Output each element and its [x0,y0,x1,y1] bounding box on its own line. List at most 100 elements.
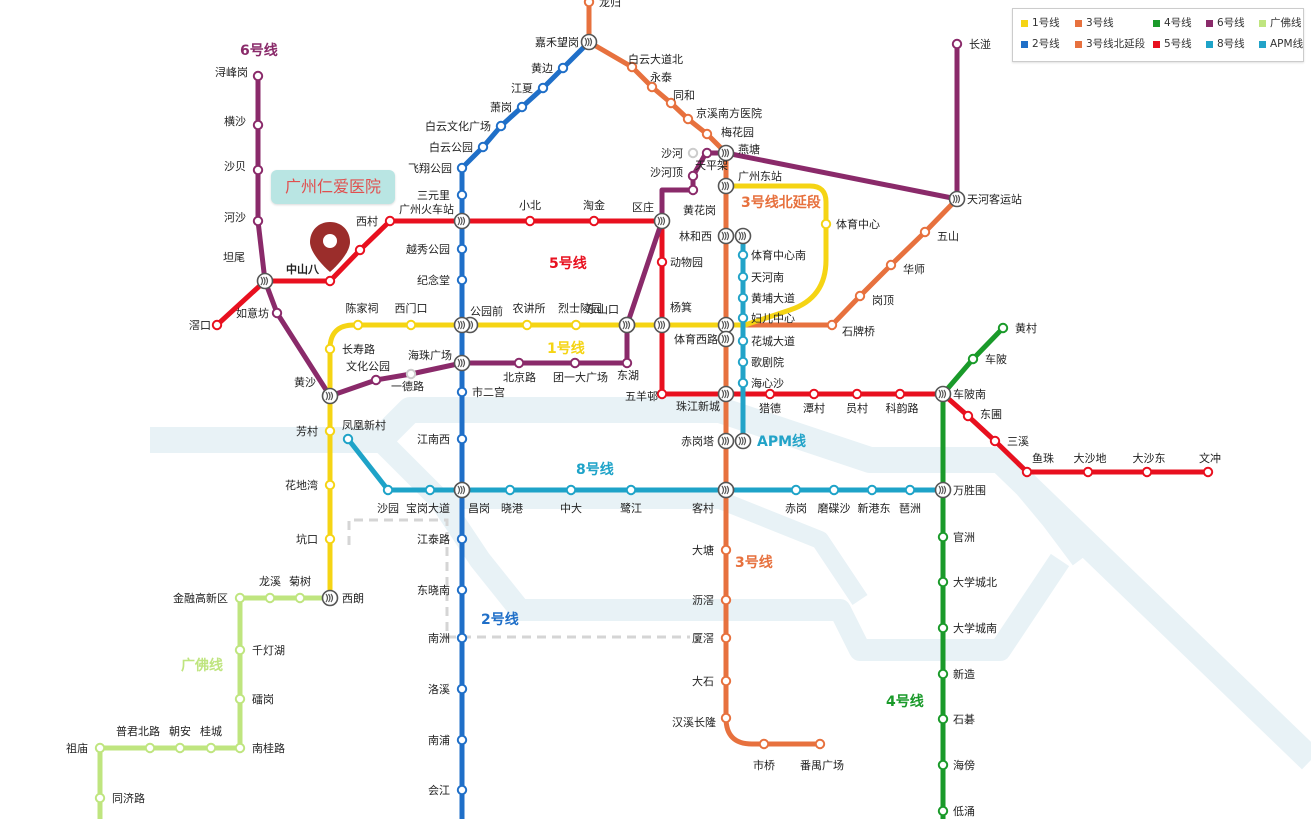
station-label[interactable]: 沥滘 [692,594,714,607]
station-label[interactable]: 东晓南 [417,584,450,597]
station-label[interactable]: 黄埔大道 [751,291,795,305]
station-label[interactable]: 大沙东 [1133,451,1166,465]
station-marker[interactable] [456,632,468,644]
station-marker[interactable] [252,215,264,227]
station-marker[interactable] [456,784,468,796]
interchange-icon[interactable] [717,481,735,499]
station-label[interactable]: 中山八 [286,262,320,276]
station-marker[interactable] [937,531,949,543]
station-marker[interactable] [252,164,264,176]
station-marker[interactable] [937,759,949,771]
station-marker[interactable] [720,632,732,644]
line-2[interactable] [459,39,592,819]
station-label[interactable]: 纪念堂 [417,273,450,287]
station-marker[interactable] [352,319,364,331]
station-marker[interactable] [537,82,549,94]
station-marker[interactable] [737,356,749,368]
station-marker[interactable] [701,128,713,140]
interchange-icon[interactable] [734,227,752,245]
line-3-north-extension[interactable] [723,183,829,328]
station-label[interactable]: 同和 [673,89,695,102]
station-marker[interactable] [937,805,949,817]
station-marker[interactable] [456,243,468,255]
station-marker[interactable] [456,162,468,174]
station-marker[interactable] [264,592,276,604]
station-label[interactable]: 琶洲 [899,502,921,515]
station-label[interactable]: 永泰 [650,70,672,84]
station-label[interactable]: 车陂南 [953,387,986,401]
station-label[interactable]: 江南西 [417,433,450,446]
station-marker[interactable] [626,61,638,73]
station-marker[interactable] [701,147,713,159]
station-label[interactable]: 市二宫 [472,385,505,399]
station-label[interactable]: 妇儿中心 [751,312,795,325]
station-label[interactable]: 如意坊 [236,306,269,320]
station-marker[interactable] [557,62,569,74]
station-label[interactable]: 河沙 [224,211,246,224]
station-marker[interactable] [646,81,658,93]
station-marker[interactable] [1141,466,1153,478]
station-marker[interactable] [342,433,354,445]
station-label[interactable]: 大石 [692,674,714,688]
station-label[interactable]: 文冲 [1199,451,1221,465]
map-pin-icon[interactable] [308,220,352,280]
station-label[interactable]: 新造 [953,667,975,681]
station-marker[interactable] [951,38,963,50]
interchange-icon[interactable] [717,316,735,334]
station-label[interactable]: 花地湾 [285,478,318,492]
station-marker[interactable] [720,594,732,606]
station-label[interactable]: 区庄 [632,200,654,214]
station-label[interactable]: 凤凰新村 [342,418,386,432]
station-label[interactable]: 浔峰岗 [215,66,248,79]
station-marker[interactable] [456,734,468,746]
station-marker[interactable] [937,622,949,634]
station-marker[interactable] [211,319,223,331]
station-label[interactable]: 大学城北 [953,575,997,589]
station-label[interactable]: 中大 [560,501,582,515]
station-label[interactable]: 宝岗大道 [406,501,450,515]
station-label[interactable]: 赤岗 [785,502,807,515]
station-label[interactable]: 礌岗 [252,693,274,706]
station-label[interactable]: 晓港 [501,502,523,515]
station-marker[interactable] [234,644,246,656]
station-label[interactable]: 横沙 [224,114,246,128]
station-label[interactable]: 一德路 [391,379,424,393]
station-marker[interactable] [720,544,732,556]
station-label[interactable]: 华师 [903,262,925,276]
interchange-icon[interactable] [321,589,339,607]
interchange-icon[interactable] [653,316,671,334]
station-marker[interactable] [583,0,595,8]
station-label[interactable]: 昌岗 [468,502,490,515]
station-marker[interactable] [384,215,396,227]
hospital-callout[interactable]: 广州仁爱医院 [271,170,395,204]
station-label[interactable]: 千灯湖 [252,644,285,657]
station-marker[interactable] [885,259,897,271]
station-marker[interactable] [808,388,820,400]
interchange-icon[interactable] [717,227,735,245]
station-label[interactable]: 沙园 [377,502,399,515]
interchange-icon[interactable] [653,212,671,230]
station-label[interactable]: 新港东 [858,501,891,515]
station-label[interactable]: 五山 [937,230,959,243]
station-marker[interactable] [456,433,468,445]
station-label[interactable]: 珠江新城 [676,399,720,413]
station-marker[interactable] [790,484,802,496]
station-marker[interactable] [737,249,749,261]
station-marker[interactable] [758,738,770,750]
interchange-icon[interactable] [717,144,735,162]
station-label[interactable]: 东圃 [980,408,1002,421]
station-marker[interactable] [904,484,916,496]
station-label[interactable]: 农讲所 [513,301,546,315]
station-marker[interactable] [656,256,668,268]
station-label[interactable]: 小北 [519,199,541,212]
line-3-branch[interactable] [723,196,960,328]
station-label[interactable]: 石牌桥 [842,324,875,338]
station-marker[interactable] [370,374,382,386]
station-label[interactable]: 鱼珠 [1032,451,1054,465]
interchange-icon[interactable] [717,177,735,195]
station-marker[interactable] [625,484,637,496]
station-marker[interactable] [234,693,246,705]
station-marker[interactable] [324,533,336,545]
station-marker[interactable] [764,388,776,400]
interchange-icon[interactable] [717,432,735,450]
